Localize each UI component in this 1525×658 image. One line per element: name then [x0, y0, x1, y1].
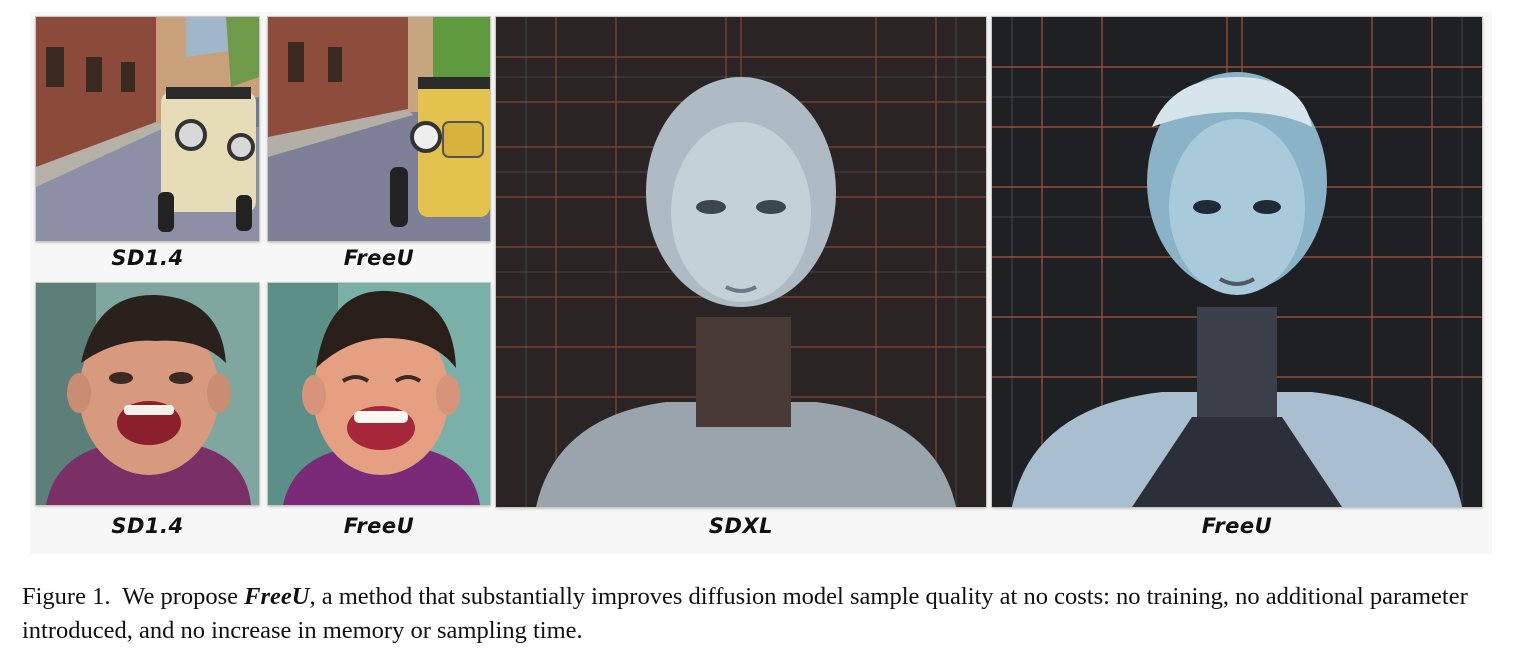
caption-sd14-boy: SD1.4 [111, 514, 184, 538]
caption-text: , a method that substantially improves d… [22, 583, 1468, 644]
sd14-street-car-image [36, 17, 259, 241]
caption-intro: We propose [122, 583, 239, 610]
caption-freeu-robot: FreeU [1201, 514, 1273, 538]
freeu-laughing-boy-image [268, 283, 490, 505]
figure-label: Figure 1. [22, 583, 111, 610]
caption-sdxl-robot: SDXL [708, 514, 774, 538]
freeu-robot-image [992, 17, 1482, 507]
sdxl-robot-image [496, 17, 986, 507]
method-name: FreeU [244, 583, 310, 610]
figure-caption: Figure 1. We propose FreeU, a method tha… [22, 580, 1512, 648]
freeu-street-car-image [268, 17, 490, 241]
caption-sd14-car: SD1.4 [111, 246, 184, 270]
caption-freeu-car: FreeU [343, 246, 415, 270]
caption-freeu-boy: FreeU [343, 514, 415, 538]
sd14-laughing-boy-image [36, 283, 259, 505]
